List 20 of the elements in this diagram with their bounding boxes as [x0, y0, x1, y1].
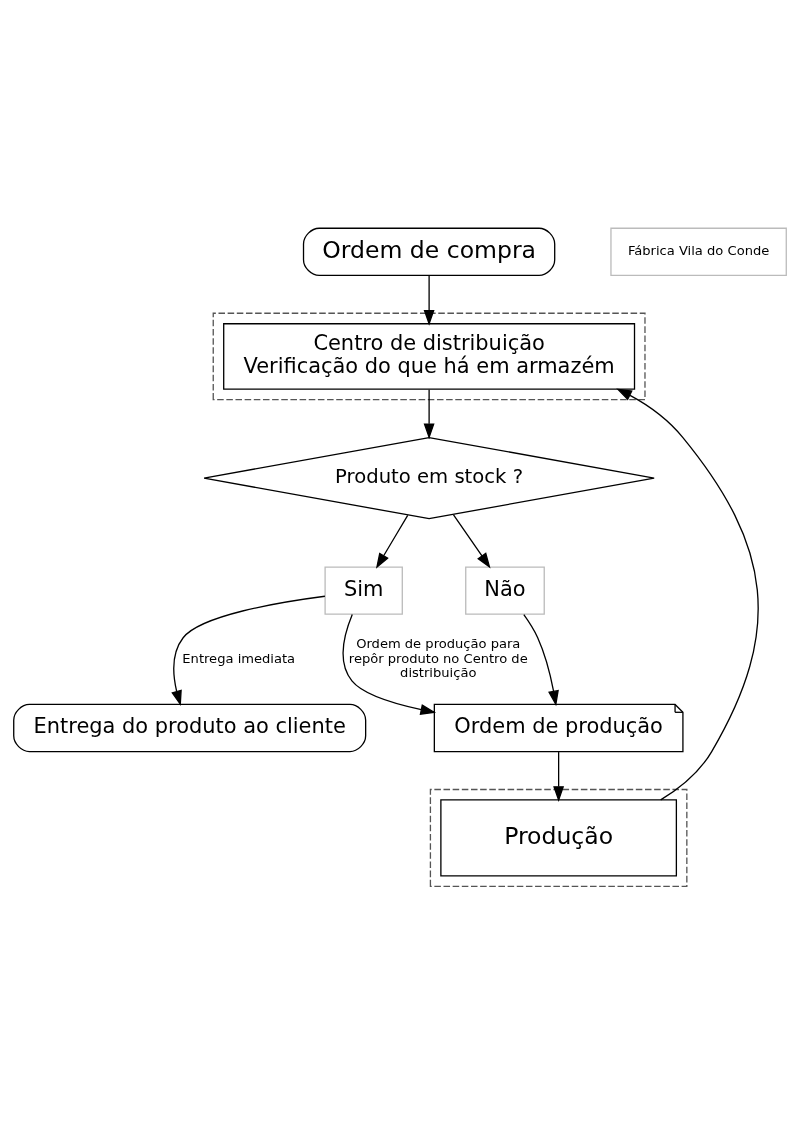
arrow	[452, 513, 491, 568]
node-box: Entrega do produto ao cliente	[13, 703, 367, 752]
arrow	[342, 613, 437, 715]
edge-label: Entrega imediata	[182, 650, 296, 666]
arrow	[616, 387, 759, 800]
arrow	[171, 595, 326, 706]
node-box: Ordem de compra	[302, 227, 556, 276]
edge-label: Ordem de produção para repôr produto no Centro de distribuição	[348, 635, 528, 680]
node-box: Fábrica Vila do Conde	[610, 227, 787, 276]
node-box: Não	[465, 565, 545, 615]
arrow	[523, 613, 559, 706]
arrow	[423, 388, 435, 439]
arrow	[375, 514, 409, 569]
node-box: Sim	[324, 565, 403, 615]
node-diamond: Produto em stock ?	[203, 436, 655, 519]
node-box: Produção	[440, 798, 678, 876]
cluster	[429, 788, 688, 887]
arrow	[423, 274, 435, 326]
arrow	[553, 750, 565, 802]
node-box: Centro de distribuição Verificação do que há em armazém	[223, 322, 636, 390]
